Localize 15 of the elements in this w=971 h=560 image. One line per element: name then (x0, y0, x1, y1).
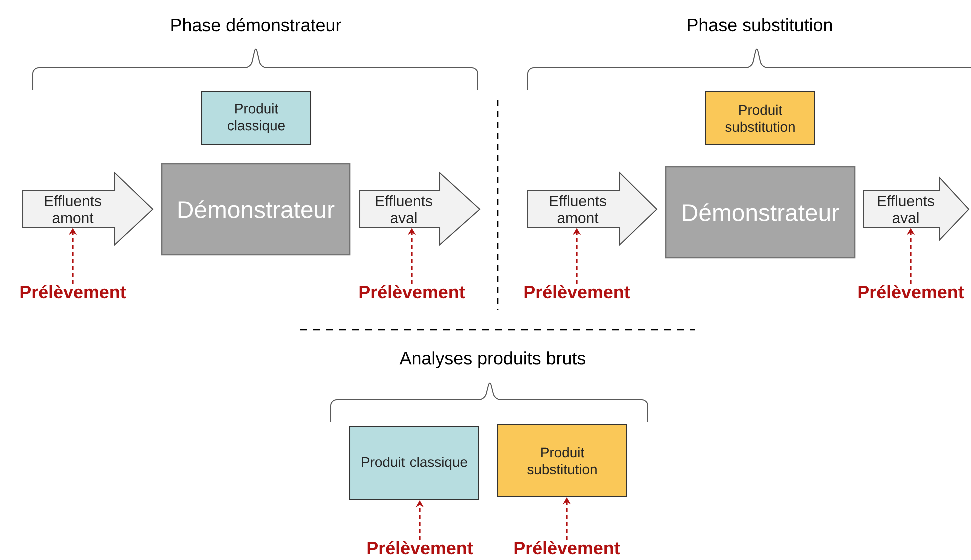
product-box: Produit classique (350, 426, 480, 500)
section-title: Phase substitution (688, 18, 832, 32)
process-box: Démonstrateur (665, 166, 856, 259)
sampling-label: Prélèvement (514, 541, 620, 555)
sampling-label: Prélèvement (20, 285, 126, 299)
sampling-label: Prélèvement (360, 285, 466, 299)
product-box: Produit classique (202, 92, 312, 146)
section-title: Phase démonstrateur (172, 18, 342, 32)
sampling-label: Prélèvement (858, 285, 964, 299)
sampling-label: Prélèvement (368, 541, 474, 555)
section-title: Analyses produits bruts (400, 352, 586, 368)
process-box: Démonstrateur (161, 163, 351, 256)
product-box: Produit substitution (706, 92, 816, 146)
product-box: Produit substitution (498, 424, 628, 498)
sampling-label: Prélèvement (524, 285, 630, 299)
